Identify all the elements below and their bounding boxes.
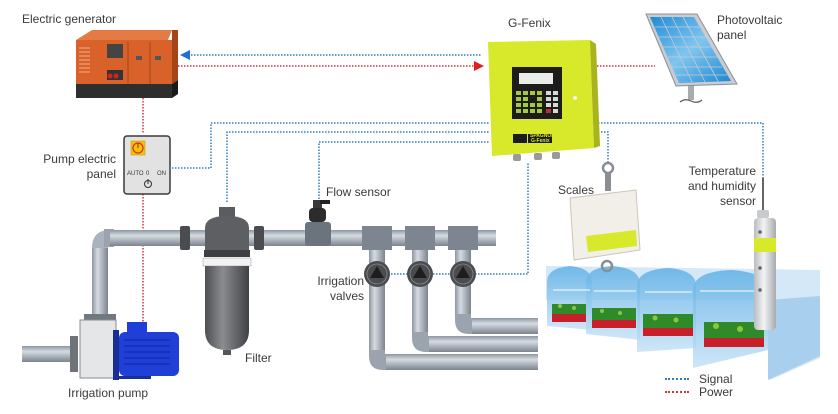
pump-electric-panel-icon <box>123 135 171 195</box>
signal-line-temp-sensor <box>595 122 764 178</box>
irrigation-valve-2 <box>407 261 433 287</box>
legend-signal-label: Signal <box>699 372 733 386</box>
label-g-fenix: G-Fenix <box>508 16 551 30</box>
label-pump-electric-panel: Pump electric panel <box>38 152 116 182</box>
label-scales: Scales <box>558 183 595 197</box>
legend-power-label: Power <box>699 385 734 399</box>
label-pump-panel-line-1: Pump electric <box>43 152 116 166</box>
g-fenix-product-label: G-Fenix <box>531 138 550 144</box>
label-photovoltaic-panel: Photovoltaic panel <box>717 13 782 43</box>
power-line-swatch <box>665 391 689 393</box>
signal-line-swatch <box>665 378 689 380</box>
filter-icon <box>202 207 252 355</box>
temperature-humidity-sensor-icon <box>754 178 776 330</box>
power-arrowhead-icon <box>474 61 484 71</box>
pump-panel-on-label: ON <box>157 171 166 177</box>
irrigation-valve-3 <box>450 261 476 287</box>
scales-icon <box>569 161 641 273</box>
label-filter: Filter <box>245 351 272 365</box>
pump-panel-zero-label: 0 <box>146 171 150 177</box>
label-electric-generator: Electric generator <box>22 12 117 26</box>
irrigation-valve-1 <box>364 261 390 287</box>
label-photovoltaic-line-1: Photovoltaic <box>717 13 783 27</box>
label-irrigation-pump: Irrigation pump <box>68 386 149 400</box>
signal-line-valves <box>373 162 529 275</box>
irrigation-pump-icon <box>70 314 179 380</box>
label-temp-line-3: sensor <box>719 194 756 208</box>
g-fenix-controller-icon <box>488 40 600 161</box>
label-photovoltaic-line-2: panel <box>717 28 747 42</box>
label-irrigation-valves: Irrigation valves <box>300 274 364 304</box>
photovoltaic-panel-icon <box>645 13 738 103</box>
signal-line-filter <box>226 131 490 202</box>
label-valves-line-1: Irrigation <box>317 274 364 288</box>
signal-arrowhead-icon <box>180 50 190 60</box>
signal-line-flow-sensor <box>318 141 490 202</box>
label-pump-panel-line-2: panel <box>86 167 116 181</box>
greenhouse-icon <box>546 266 820 380</box>
signal-line-pump-panel <box>172 122 490 169</box>
label-flow-sensor: Flow sensor <box>326 185 391 199</box>
plant-trays <box>552 304 764 347</box>
pump-panel-auto-label: AUTO <box>127 171 144 177</box>
label-temperature-humidity-sensor: Temperature and humidity sensor <box>666 164 756 209</box>
g-fenix-brand-label: SPAGNOL <box>530 133 555 139</box>
electric-generator-icon <box>76 30 178 98</box>
legend-item-power: Power <box>665 385 733 399</box>
legend-item-signal: Signal <box>665 372 732 386</box>
pipe-network <box>22 200 538 370</box>
label-temp-line-1: Temperature <box>688 164 756 178</box>
label-valves-line-2: valves <box>329 289 364 303</box>
label-temp-line-2: and humidity <box>687 179 756 193</box>
